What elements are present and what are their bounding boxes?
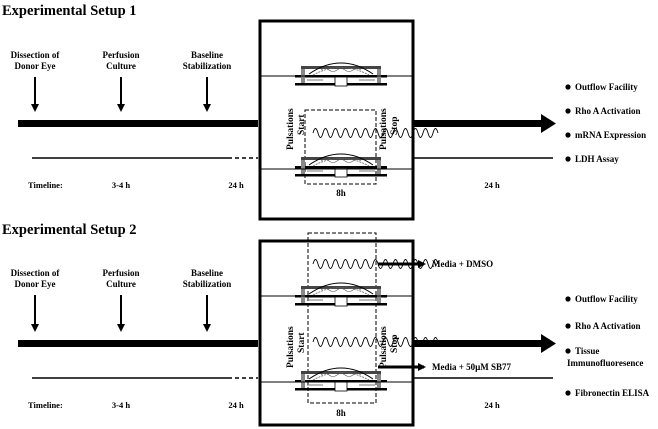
setup-2-outcome-3-line-2: Immunofluoresence — [567, 358, 643, 368]
setup-2-chamber-top — [294, 282, 388, 307]
setup-2-pulsations-start-line-2: Start — [297, 332, 307, 353]
setup-1-outcome-2-bullet — [565, 108, 571, 114]
setup-2-outcome-3-line-1: Tissue — [575, 346, 599, 356]
setup-1-outcome-4: LDH Assay — [575, 154, 619, 164]
setup-1-outcome-1: Outflow Facility — [575, 82, 638, 92]
setup-2-outcome-3-bullet — [565, 348, 571, 354]
setup-2-media-bottom: Media + 50µM SB77 — [432, 362, 512, 372]
setup-1-pulsations-start-line-2: Start — [297, 114, 307, 135]
setup-2-pulsations-start-line-1: Pulsations — [286, 326, 296, 368]
setup-1-duration-label: 8h — [336, 188, 346, 198]
setup-2-duration-label: 8h — [336, 408, 346, 418]
setup-1-step-2-line-1: Perfusion — [103, 50, 140, 60]
setup-1-pulsations-stop-line-1: Pulsations — [379, 108, 389, 150]
setup-1-timeline-t1: 3-4 h — [112, 180, 130, 190]
setup-1-chamber-top — [294, 62, 388, 87]
setup-1-outcome-4-bullet — [565, 156, 571, 162]
setup-1-main-arrowhead — [541, 114, 556, 133]
setup-1-pulsations-start-line-1: Pulsations — [286, 108, 296, 150]
setup-2-timeline-t1: 3-4 h — [112, 400, 130, 410]
setup-2-chamber-bottom — [294, 367, 388, 392]
setup-1: Experimental Setup 1 Dissection of Donor… — [2, 3, 646, 221]
setup-1-outcome-2: Rho A Activation — [575, 106, 641, 116]
setup-1-step-3-line-1: Baseline — [191, 50, 223, 60]
setup-1-pulse-window — [304, 109, 377, 185]
setup-2-pulse-window — [307, 232, 377, 404]
setup-2-step-3-line-2: Stabilization — [183, 279, 232, 289]
setup-2-timeline-label: Timeline: — [28, 400, 63, 410]
setup-2-step-1-line-1: Dissection of — [11, 268, 61, 278]
setup-2-outcome-2: Rho A Activation — [575, 321, 641, 331]
setup-1-outcome-3: mRNA Expression — [575, 130, 646, 140]
setup-1-timeline-t3: 24 h — [484, 180, 500, 190]
setup-1-step-2-line-2: Culture — [106, 61, 136, 71]
setup-2-media-top: Media + DMSO — [432, 259, 493, 269]
setup-1-main-bar-left — [18, 120, 258, 127]
setup-1-title: Experimental Setup 1 — [2, 3, 137, 19]
setup-1-outcome-1-bullet — [565, 84, 571, 90]
setup-1-timeline-t2: 24 h — [228, 180, 244, 190]
setup-2-step-1-line-2: Donor Eye — [14, 279, 55, 289]
setup-2-step-3-line-1: Baseline — [191, 268, 223, 278]
setup-2-main-bar-right — [413, 340, 543, 347]
setup-2: Experimental Setup 2 Dissection of Donor… — [2, 222, 650, 427]
setup-2-outcome-4-bullet — [565, 390, 571, 396]
setup-1-culture-box — [258, 19, 415, 221]
setup-2-outcome-1: Outflow Facility — [575, 294, 638, 304]
setup-2-outcome-4: Fibronectin ELISA — [575, 388, 650, 398]
setup-2-title: Experimental Setup 2 — [2, 222, 137, 238]
setup-1-pulsations-stop-line-2: Stop — [390, 117, 400, 135]
setup-1-step-1-line-2: Donor Eye — [14, 61, 55, 71]
setup-2-step-2-line-2: Culture — [106, 279, 136, 289]
setup-1-outcome-3-bullet — [565, 132, 571, 138]
setup-1-timeline-label: Timeline: — [28, 180, 63, 190]
setup-2-pulsations-stop-line-2: Stop — [390, 335, 400, 353]
setup-2-outcome-1-bullet — [565, 296, 571, 302]
setup-2-step-2-line-1: Perfusion — [103, 268, 140, 278]
setup-2-main-arrowhead — [541, 334, 556, 353]
setup-2-pulsations-stop-line-1: Pulsations — [379, 326, 389, 368]
setup-1-chamber-bottom — [294, 153, 388, 178]
setup-2-timeline-t2: 24 h — [228, 400, 244, 410]
setup-1-step-3-line-2: Stabilization — [183, 61, 232, 71]
setup-1-main-bar-right — [413, 120, 543, 127]
setup-1-step-1-line-1: Dissection of — [11, 50, 61, 60]
setup-2-timeline-t3: 24 h — [484, 400, 500, 410]
setup-2-culture-box — [258, 239, 415, 427]
setup-2-outcome-2-bullet — [565, 323, 571, 329]
setup-2-main-bar-left — [18, 340, 258, 347]
